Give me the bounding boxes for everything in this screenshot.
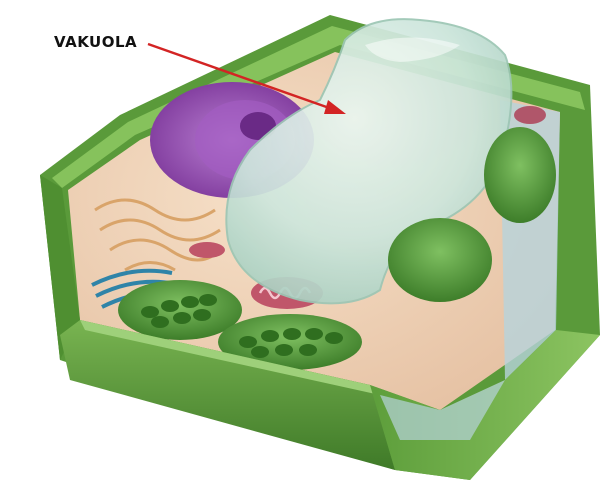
- chloroplast-left: [118, 280, 242, 340]
- mitochondrion-small: [189, 242, 225, 258]
- vacuole-label: VAKUOLA: [54, 33, 137, 51]
- mitochondrion-right: [514, 106, 546, 124]
- chloroplast-right-top: [484, 127, 556, 223]
- chloroplast-right-bottom: [388, 218, 492, 302]
